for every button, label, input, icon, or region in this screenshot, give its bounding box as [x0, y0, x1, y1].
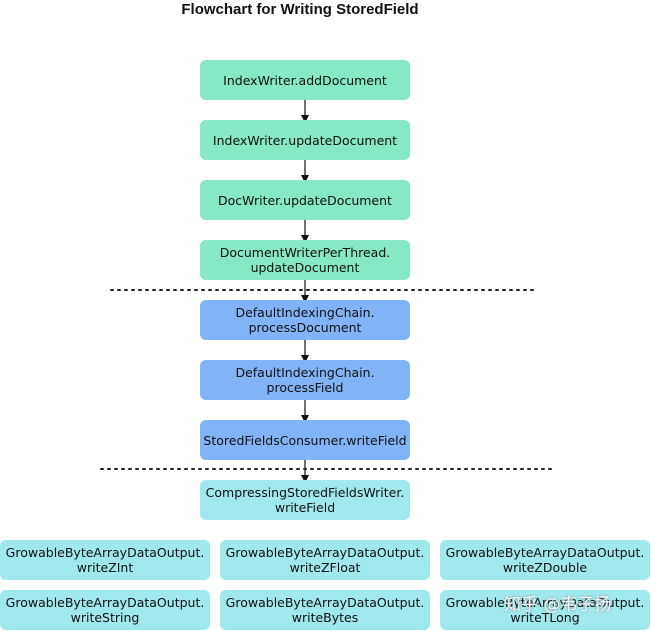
node-write-string: GrowableByteArrayDataOutput. writeString	[0, 590, 210, 630]
node-write-t-long: GrowableByteArrayDataOutput. writeTLong	[440, 590, 650, 630]
node-write-z-double: GrowableByteArrayDataOutput. writeZDoubl…	[440, 540, 650, 580]
node-compressing-stored-fields-writer: CompressingStoredFieldsWriter. writeFiel…	[200, 480, 410, 520]
watermark: 知乎 @韦子扬	[504, 595, 612, 615]
node-stored-fields-consumer-write-field: StoredFieldsConsumer.writeField	[200, 420, 410, 460]
node-doc-writer-update-document: DocWriter.updateDocument	[200, 180, 410, 220]
node-document-writer-per-thread: DocumentWriterPerThread. updateDocument	[200, 240, 410, 280]
node-write-bytes: GrowableByteArrayDataOutput. writeBytes	[220, 590, 430, 630]
diagram-title: Flowchart for Writing StoredField	[181, 1, 419, 18]
node-default-indexing-chain-process-document: DefaultIndexingChain. processDocument	[200, 300, 410, 340]
node-index-writer-update-document: IndexWriter.updateDocument	[200, 120, 410, 160]
node-default-indexing-chain-process-field: DefaultIndexingChain. processField	[200, 360, 410, 400]
node-write-z-float: GrowableByteArrayDataOutput. writeZFloat	[220, 540, 430, 580]
node-write-z-int: GrowableByteArrayDataOutput. writeZInt	[0, 540, 210, 580]
node-index-writer-add-document: IndexWriter.addDocument	[200, 60, 410, 100]
